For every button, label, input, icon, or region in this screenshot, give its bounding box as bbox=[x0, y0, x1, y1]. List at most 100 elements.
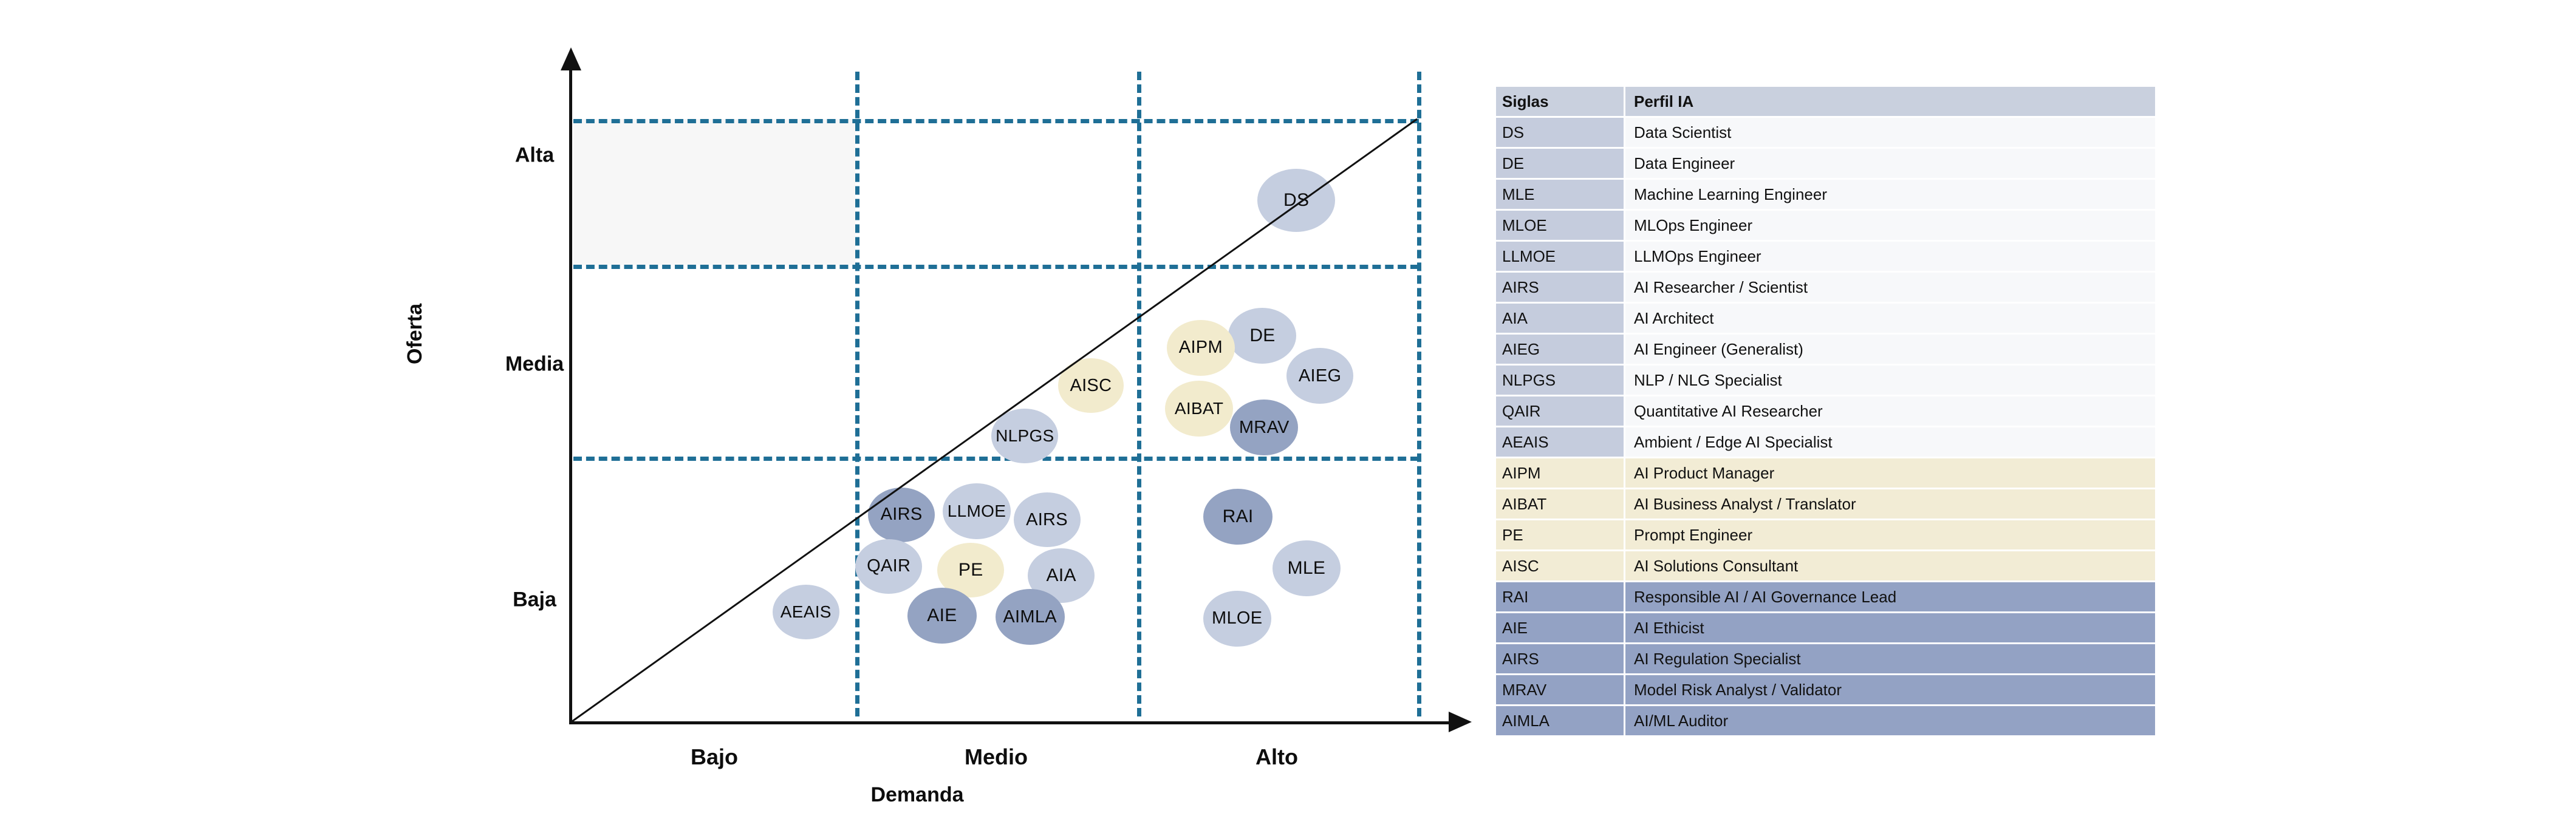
cell-siglas: AEAIS bbox=[1496, 427, 1624, 457]
bubble-ds-0: DS bbox=[1257, 169, 1336, 233]
bubble-aisc-6: AISC bbox=[1057, 358, 1124, 413]
y-tick-media: Media bbox=[505, 352, 564, 376]
cell-perfil: Data Scientist bbox=[1624, 118, 2155, 147]
cell-siglas: AIBAT bbox=[1496, 489, 1624, 519]
header-cell-siglas: Siglas bbox=[1496, 87, 1624, 116]
cell-perfil: Prompt Engineer bbox=[1624, 520, 2155, 549]
cell-perfil: AI Architect bbox=[1624, 304, 2155, 333]
cell-perfil: AI Product Manager bbox=[1624, 458, 2155, 488]
bubble-label: DS bbox=[1283, 190, 1310, 211]
cell-siglas: RAI bbox=[1496, 582, 1624, 611]
x-axis-title: Demanda bbox=[870, 783, 964, 806]
cell-perfil: Ambient / Edge AI Specialist bbox=[1624, 427, 2155, 457]
bubble-label: AIRS bbox=[880, 505, 923, 525]
bubble-label: MRAV bbox=[1238, 417, 1290, 437]
bubble-rai-11: RAI bbox=[1203, 488, 1273, 545]
x-tick-alto: Alto bbox=[1256, 744, 1298, 769]
bubble-aieg-3: AIEG bbox=[1286, 348, 1354, 404]
bubble-aie-17: AIE bbox=[907, 588, 977, 644]
bubble-mle-15: MLE bbox=[1272, 540, 1341, 596]
bubble-airs-10: AIRS bbox=[1013, 492, 1081, 548]
bubble-llmoe-9: LLMOE bbox=[942, 483, 1011, 540]
empty-quadrant-shading bbox=[573, 119, 855, 265]
bubble-nlpgs-7: NLPGS bbox=[991, 409, 1059, 464]
cell-siglas: AIRS bbox=[1496, 644, 1624, 673]
gridline-horizontal-low bbox=[573, 457, 1419, 461]
x-tick-medio: Medio bbox=[965, 744, 1028, 769]
gridline-vertical-edge bbox=[1417, 72, 1421, 716]
bubble-label: PE bbox=[958, 559, 983, 580]
cell-siglas: PE bbox=[1496, 520, 1624, 549]
cell-perfil: AI Researcher / Scientist bbox=[1624, 273, 2155, 302]
y-axis-line bbox=[569, 67, 572, 724]
cell-perfil: AI Business Analyst / Translator bbox=[1624, 489, 2155, 519]
cell-perfil: Quantitative AI Researcher bbox=[1624, 396, 2155, 426]
x-tick-bajo: Bajo bbox=[690, 744, 739, 769]
bubble-label: DE bbox=[1249, 325, 1276, 346]
bubble-label: AIPM bbox=[1178, 338, 1223, 358]
gridline-horizontal-mid bbox=[573, 265, 1419, 269]
bubble-label: AIEG bbox=[1298, 366, 1342, 386]
cell-siglas: DS bbox=[1496, 118, 1624, 147]
bubble-aibat-4: AIBAT bbox=[1165, 381, 1234, 437]
bubble-mloe-19: MLOE bbox=[1203, 590, 1271, 647]
bubble-mrav-5: MRAV bbox=[1230, 400, 1299, 456]
bubble-label: MLE bbox=[1287, 557, 1326, 578]
cell-perfil: AI Solutions Consultant bbox=[1624, 551, 2155, 580]
cell-siglas: AISC bbox=[1496, 551, 1624, 580]
bubble-label: AIE bbox=[927, 605, 957, 626]
gridline-horizontal-top bbox=[573, 119, 1419, 123]
bubble-de-1: DE bbox=[1228, 308, 1297, 364]
cell-siglas: AIEG bbox=[1496, 335, 1624, 364]
x-axis-line bbox=[569, 721, 1451, 724]
cell-perfil: MLOps Engineer bbox=[1624, 211, 2155, 240]
cell-siglas: DE bbox=[1496, 149, 1624, 178]
cell-perfil: AI Regulation Specialist bbox=[1624, 644, 2155, 673]
cell-siglas: MLE bbox=[1496, 180, 1624, 209]
cell-siglas: MLOE bbox=[1496, 211, 1624, 240]
bubble-label: LLMOE bbox=[947, 502, 1006, 521]
demand-supply-bubble-chart: Oferta Demanda Alta Media Baja Bajo Medi… bbox=[403, 47, 1472, 806]
cell-perfil: AI/ML Auditor bbox=[1624, 706, 2155, 735]
bubble-label: AIBAT bbox=[1174, 399, 1224, 418]
x-axis-arrowhead bbox=[1449, 712, 1472, 732]
bubble-label: NLPGS bbox=[996, 426, 1054, 446]
header-cell-perfil: Perfil IA bbox=[1624, 87, 2155, 116]
cell-siglas: AIA bbox=[1496, 304, 1624, 333]
bubble-label: AIA bbox=[1046, 565, 1076, 586]
bubble-aimla-18: AIMLA bbox=[995, 589, 1065, 645]
cell-perfil: Data Engineer bbox=[1624, 149, 2155, 178]
y-tick-alta: Alta bbox=[514, 143, 555, 167]
y-axis-arrowhead bbox=[561, 47, 581, 70]
bubble-label: AIRS bbox=[1026, 509, 1068, 529]
cell-perfil: Responsible AI / AI Governance Lead bbox=[1624, 582, 2155, 611]
bubble-label: RAI bbox=[1222, 506, 1254, 526]
cell-siglas: AIMLA bbox=[1496, 706, 1624, 735]
bubble-label: AIMLA bbox=[1003, 607, 1057, 627]
bubble-label: AEAIS bbox=[780, 602, 832, 621]
cell-siglas: LLMOE bbox=[1496, 242, 1624, 271]
cell-siglas: NLPGS bbox=[1496, 366, 1624, 395]
y-axis-title: Oferta bbox=[403, 303, 426, 364]
cell-perfil: Model Risk Analyst / Validator bbox=[1624, 675, 2155, 704]
gridline-vertical-left bbox=[855, 72, 859, 716]
bubble-airs-8: AIRS bbox=[868, 487, 935, 542]
bubble-label: QAIR bbox=[867, 556, 911, 576]
